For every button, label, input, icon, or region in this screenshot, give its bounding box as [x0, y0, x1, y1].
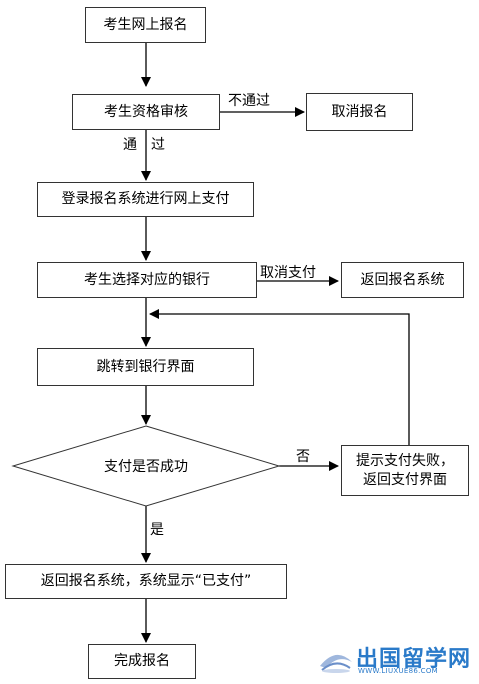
node-register-online: 考生网上报名 [85, 7, 206, 43]
node-done: 完成报名 [88, 644, 196, 679]
label-pass-2: 过 [151, 137, 165, 153]
watermark-logo-icon [320, 654, 352, 673]
label-not-pass: 不通过 [228, 93, 270, 109]
pay-fail-line2: 返回支付界面 [363, 471, 447, 488]
watermark-text: 出国留学网 [356, 647, 472, 672]
node-pay-fail: 提示支付失败， 返回支付界面 [341, 445, 469, 496]
decision-label: 支付是否成功 [104, 459, 188, 475]
label-cancel-pay: 取消支付 [260, 265, 316, 281]
arrow-fail-loop-back [149, 309, 410, 445]
node-choose-bank: 考生选择对应的银行 [37, 262, 257, 298]
node-cancel-registration: 取消报名 [306, 93, 413, 131]
node-login-pay: 登录报名系统进行网上支付 [37, 182, 254, 217]
watermark: 出国留学网 WWW.LIUXUE86.COM [318, 640, 476, 680]
pay-fail-line1: 提示支付失败， [356, 452, 454, 469]
node-return-system: 返回报名系统 [341, 262, 464, 298]
node-return-paid: 返回报名系统，系统显示“已支付” [5, 564, 287, 599]
label-no: 否 [296, 449, 310, 465]
label-pass-1: 通 [123, 137, 137, 153]
label-yes: 是 [150, 522, 164, 538]
decision-diamond [11, 425, 281, 507]
node-jump-bank: 跳转到银行界面 [37, 348, 254, 386]
watermark-url: WWW.LIUXUE86.COM [358, 667, 438, 675]
node-qualification-review: 考生资格审核 [72, 94, 220, 130]
